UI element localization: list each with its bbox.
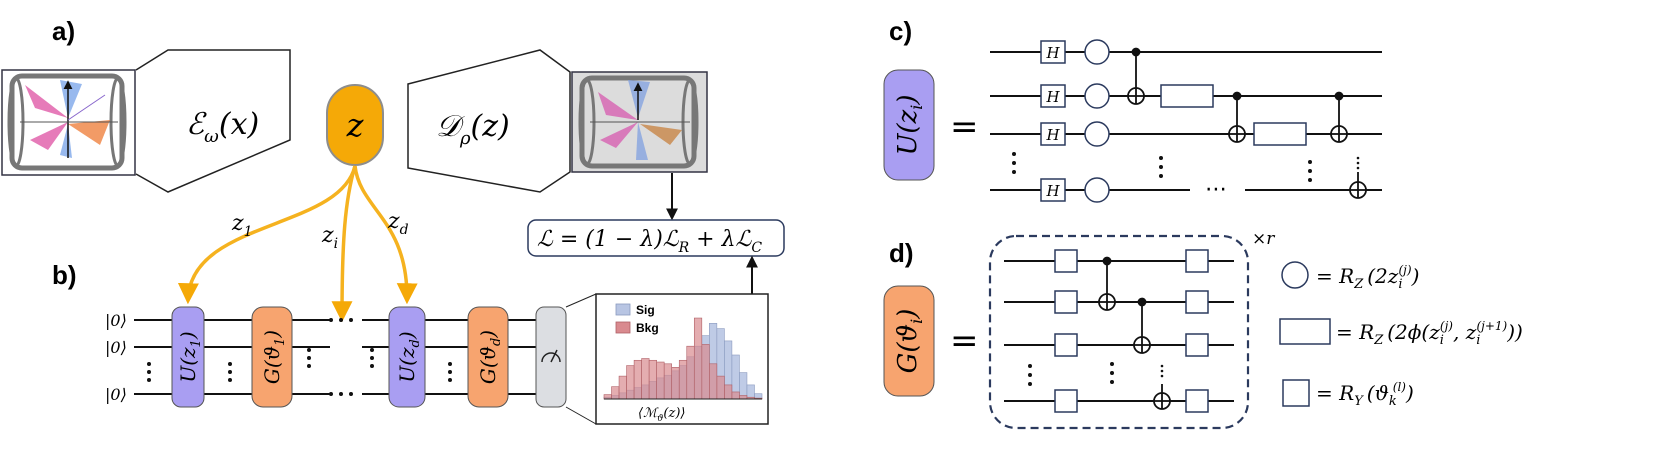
repeat-label: ×r [1252,229,1275,249]
bkg-bar-9 [671,367,680,400]
panel-d-g-box [883,285,935,397]
bkg-bar-6 [648,359,657,400]
decoder-label: 𝒟ρ(z) [436,109,510,149]
legend-rect-formula: = RZ(2ϕ(zi(j), zi(j+1))) [1336,319,1523,348]
reconstructed-event-image [571,71,708,173]
bkg-bar-18 [739,395,748,400]
legend-bkg-label: Bkg [636,321,659,335]
output-histogram: Sig Bkg ⟨ℳϑ(z)⟩ [595,293,769,425]
branch-zi-arrow [331,165,357,323]
repeat-block [988,234,1250,430]
latent-branches: z1 zi zd [177,165,418,323]
variational-gate-g1-label: G(ϑ1) [260,330,288,384]
svg-text:H: H [1045,44,1060,62]
panel-d-wires [1004,260,1234,402]
panel-c-cnots [1127,47,1367,199]
branch-z1-label: z1 [231,211,253,240]
variational-gate-gd [467,306,509,408]
encoding-gate-u-z1-label: U(z1) [176,331,204,382]
panel-c-dots [1012,152,1360,182]
variational-gate-gd-label: G(ϑd) [476,330,504,384]
rz-circle-gates [1084,39,1110,203]
bkg-bar-11 [686,345,695,400]
input-event-image [1,69,136,176]
autoencoder: ℰω(x) z 𝒟ρ(z) [1,49,708,193]
loss-box [527,219,785,257]
bkg-bar-8 [663,363,673,400]
latent-label: z [346,106,365,144]
sig-bar-18 [739,372,748,400]
meter-icon [541,352,561,363]
branch-zd-label: zd [387,209,409,238]
panel-c-hdots: ⋯ [1205,177,1227,202]
circuit-b: |0⟩ |0⟩ |0⟩ U(z1) G(ϑ1) [105,293,597,425]
variational-gate-g1 [251,306,293,408]
panel-c-equals: = [950,107,979,147]
bkg-bar-5 [641,358,650,400]
bkg-bar-2 [618,375,627,400]
bkg-bar-12 [693,317,703,400]
panel-d-equals: = [950,321,979,361]
svg-text:H: H [1045,126,1060,144]
branch-zd-arrow [353,165,418,305]
legend-circle-icon [1281,261,1309,289]
legend-bkg-swatch [615,321,631,334]
hadamard-gates: H H H H [1040,40,1066,202]
bkg-bar-16 [724,384,733,400]
legend-square-icon [1282,379,1310,407]
wire-dots [147,318,452,396]
sig-bar-19 [746,384,755,400]
panel-c-wires [990,51,1382,191]
measurement-box [535,306,567,408]
legend-square-formula: = RY(ϑk(l)) [1316,380,1414,409]
loss-label: ℒ = (1 − λ)ℒR + λℒC [537,227,762,256]
ry-square-gates [1054,249,1209,413]
bkg-bar-13 [701,344,710,400]
panel-label-b: b) [52,260,77,290]
panel-c-u-label: U(zi) [893,94,926,155]
histogram-bars [603,317,763,400]
latent-node [326,84,384,166]
encoding-gate-u-zd [388,306,426,408]
panel-d-g-label: G(ϑi) [893,309,926,374]
gate-legend: = RZ(2zi(j)) = RZ(2ϕ(zi(j), zi(j+1))) = … [1279,261,1523,409]
decoder-shape [407,49,571,193]
bkg-bar-4 [633,359,642,400]
legend-rect-icon [1279,318,1331,345]
histogram-xlabel: ⟨ℳϑ(z)⟩ [638,406,686,424]
bkg-bar-0 [603,394,612,400]
ket-2: |0⟩ [105,338,127,357]
bkg-bar-10 [678,359,688,400]
panel-d-dots [1028,362,1164,386]
legend-sig-swatch [615,303,631,316]
bkg-bar-15 [716,375,725,400]
bkg-bar-3 [626,365,635,400]
encoder-label: ℰω(x) [186,107,259,147]
legend-circle-formula: = RZ(2zi(j)) [1316,263,1419,292]
branch-z1-arrow [177,165,357,305]
panel-d: G(ϑi) = ×r [883,229,1523,430]
bkg-bar-1 [611,386,620,400]
panel-c: U(zi) = H H H H [883,39,1382,203]
panel-label-c: c) [889,16,912,46]
panel-c-u-box [883,69,935,181]
legend-sig-label: Sig [636,303,655,317]
rzz-rect-gate-2 [1253,122,1307,146]
panel-label-a: a) [52,16,75,46]
encoding-gate-u-z1 [171,306,205,408]
encoding-gate-u-zd-label: U(zd) [395,331,423,382]
svg-text:H: H [1045,182,1060,200]
bkg-bar-14 [709,363,718,400]
rzz-rect-gate-1 [1160,84,1214,108]
svg-text:H: H [1045,88,1060,106]
branch-zi-label: zi [321,223,338,252]
ket-3: |0⟩ [105,385,127,404]
bkg-bar-17 [731,391,740,400]
ket-1: |0⟩ [105,311,127,330]
panel-d-cnots [1098,256,1171,410]
bkg-bar-7 [656,361,665,400]
encoder-shape [135,49,291,193]
panel-label-d: d) [889,238,914,268]
